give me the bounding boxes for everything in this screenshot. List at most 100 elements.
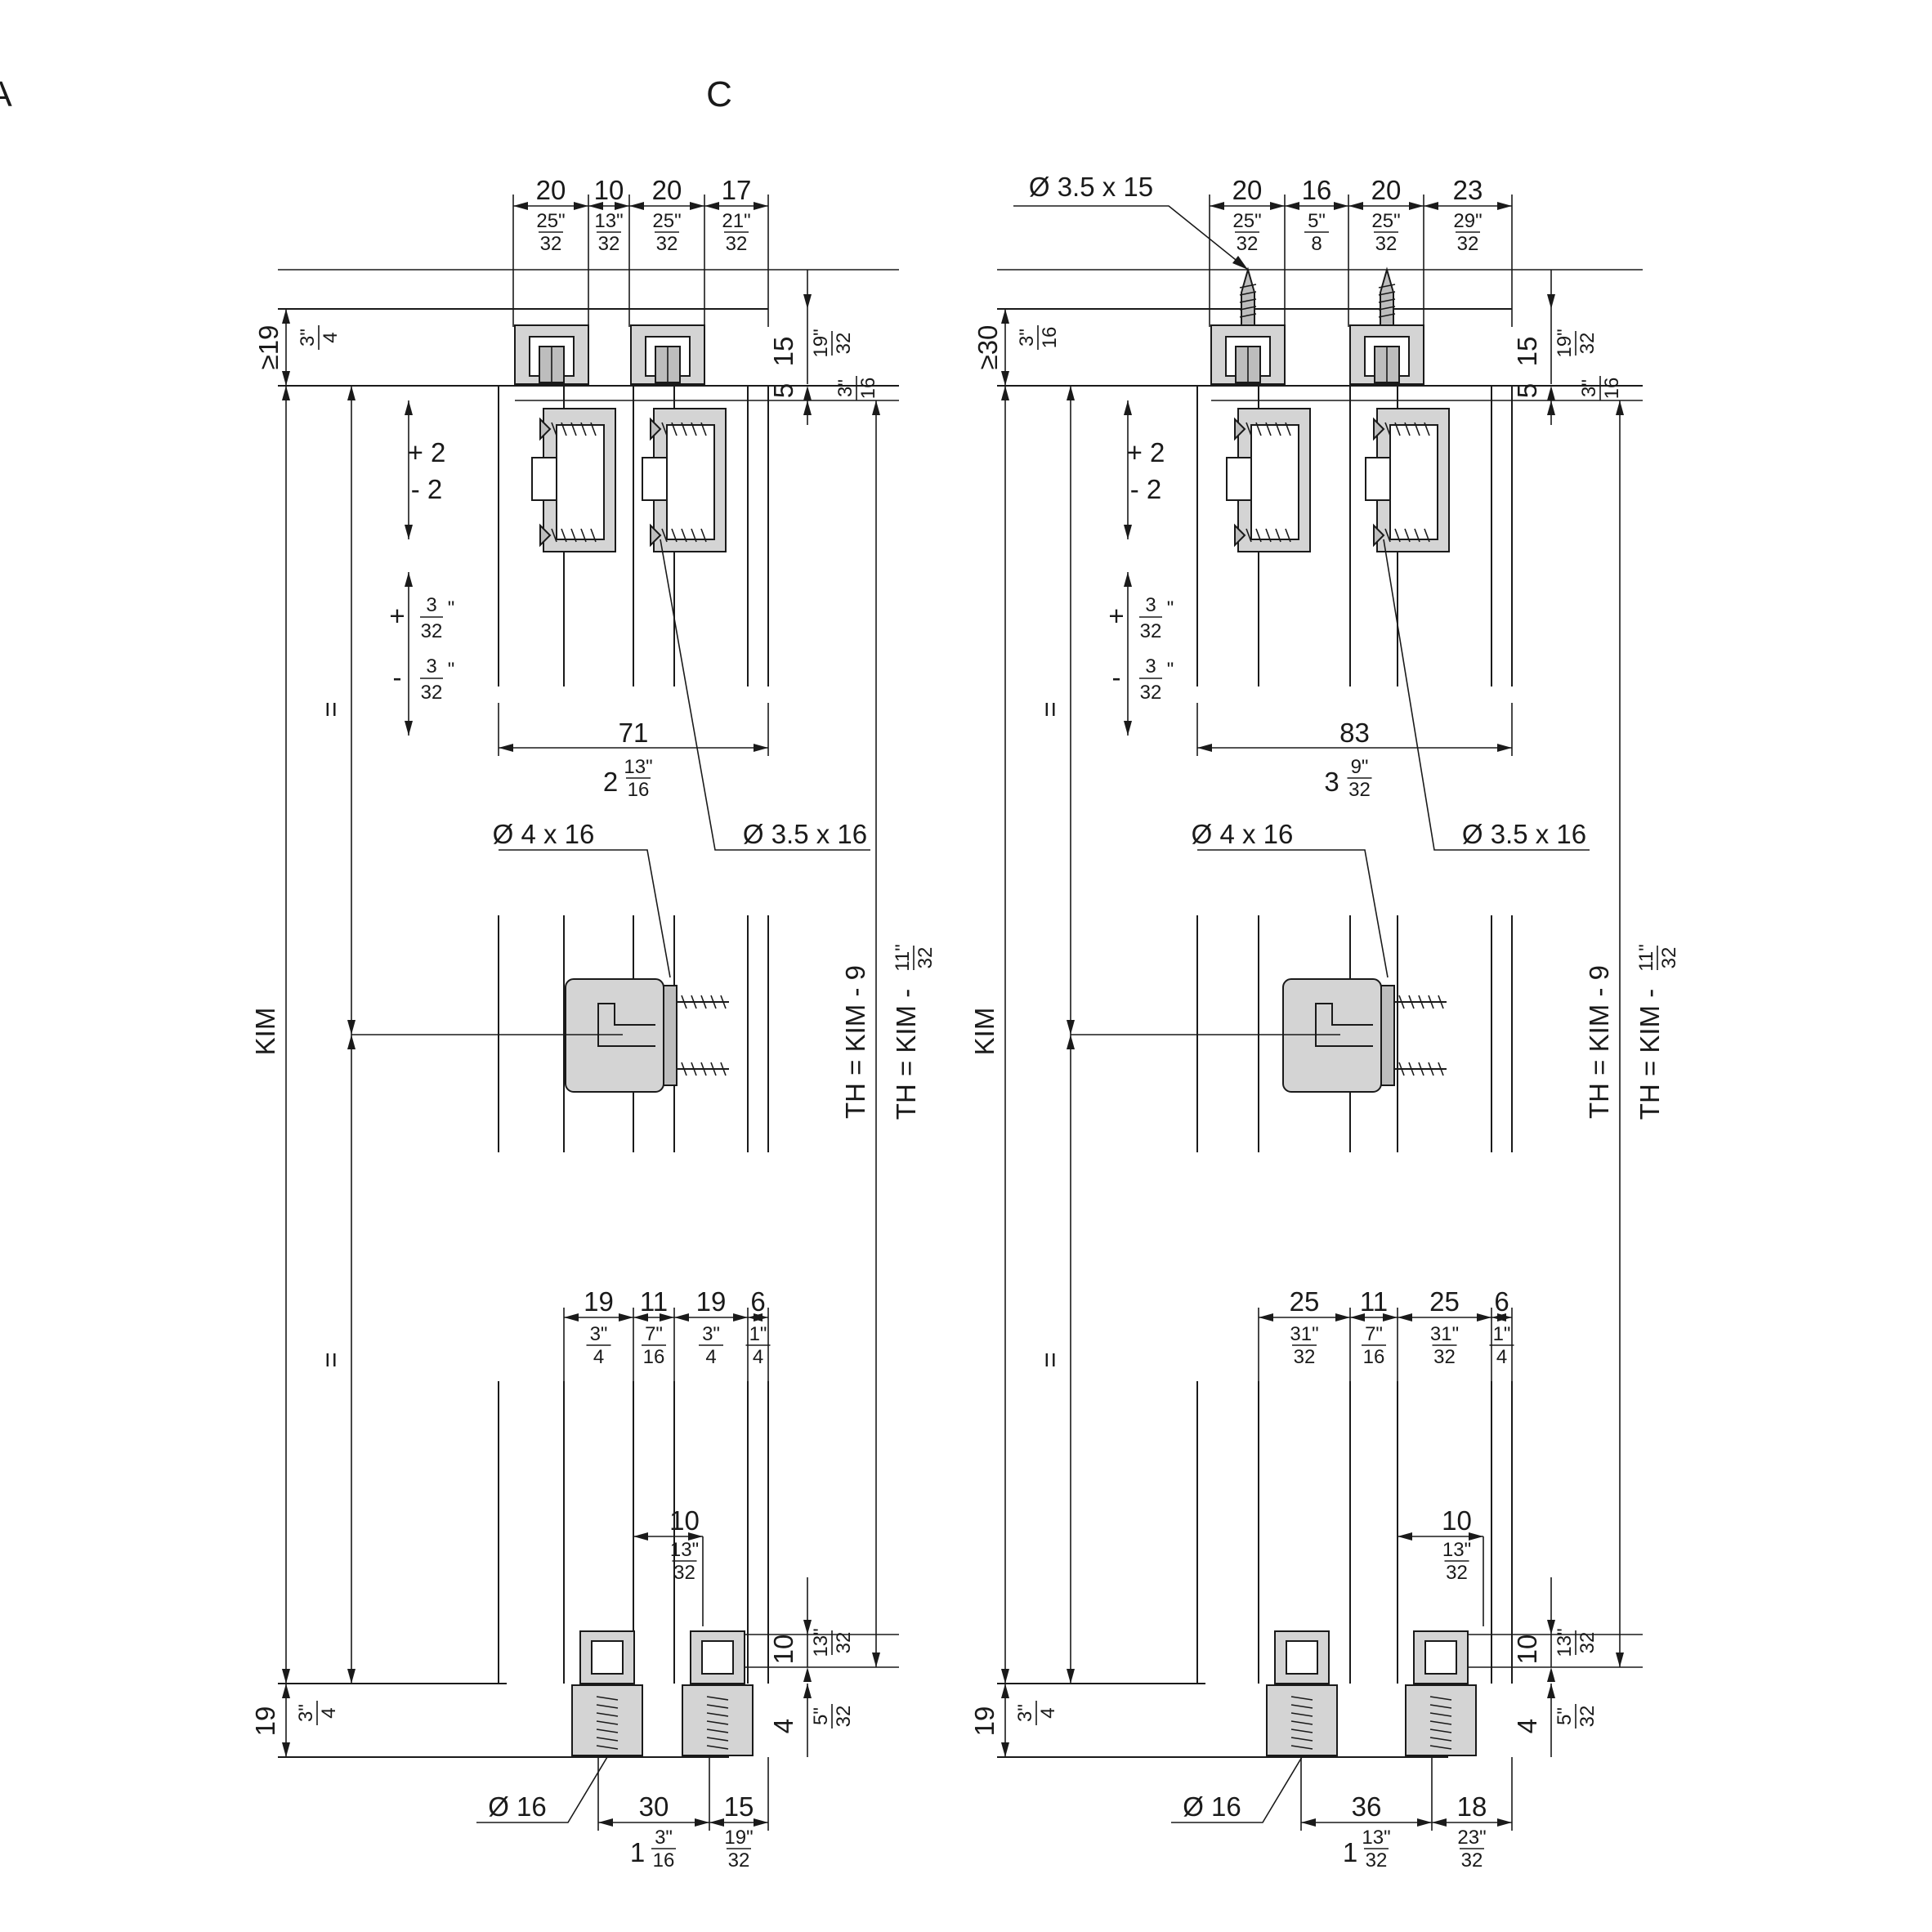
gap-inch: 3"16 (834, 376, 879, 400)
kim-dim-arrow-down (1001, 1669, 1009, 1684)
guide-spring-coil (1290, 1737, 1313, 1742)
top-width-mm: 20 (1371, 175, 1402, 205)
top-width-dim-arrow (588, 202, 603, 210)
fitting-screw-thread (580, 422, 587, 436)
floor-thickness-dim-arrow-up (282, 1684, 290, 1698)
fitting-screw-head (650, 523, 662, 548)
stopper-screw-thread (691, 1062, 697, 1076)
fitting-clip (1365, 457, 1391, 501)
guide-spring-coil (1290, 1712, 1313, 1717)
overall-width-dim-arrow (1497, 744, 1512, 752)
fraction-denominator: 32 (1457, 233, 1479, 255)
fraction-denominator: 32 (598, 233, 620, 255)
fraction-numerator: 31" (1290, 1323, 1318, 1345)
guide-width-dim-arrow (1398, 1532, 1412, 1541)
equal-dim-lower-arrow-up (1067, 1035, 1075, 1049)
bottom-offset-whole: 1 (1343, 1837, 1357, 1867)
fraction-numerator: 25" (536, 210, 565, 232)
top-width-dim-arrow (1348, 202, 1363, 210)
adjust-minus-sign: - (1112, 662, 1121, 692)
screw-thread (1378, 291, 1396, 296)
screw-top-c-label: Ø 3.5 x 15 (1029, 172, 1153, 202)
fraction-denominator: 4 (753, 1346, 763, 1368)
top-rail-profile (1349, 266, 1424, 385)
fitting-screw-thread (1275, 422, 1281, 436)
equal-label-lower: = (315, 1352, 346, 1367)
rail-height-arrow (803, 386, 812, 400)
bottom-offset-mm: 18 (1457, 1791, 1487, 1822)
fraction-denominator: 32 (656, 233, 678, 255)
fraction-denominator: 16 (628, 779, 650, 801)
bottom-width-dim-arrow (564, 1313, 579, 1322)
top-width-mm: 17 (722, 175, 752, 205)
adjust-arrow (1124, 572, 1132, 587)
adjust-in-numerator: 3 (1145, 594, 1156, 616)
fitting-screw-thread (700, 422, 707, 436)
guide-width-dim-arrow (688, 1532, 703, 1541)
fraction-denominator: 16 (1039, 327, 1061, 349)
fraction-numerator: 7" (1365, 1323, 1383, 1345)
fraction-denominator: 32 (728, 1849, 750, 1872)
fraction-numerator: 29" (1453, 210, 1482, 232)
guide-height-arrow (1547, 1667, 1555, 1682)
bottom-offset-dim-arrow (1497, 1818, 1512, 1827)
adjust-arrow (405, 400, 413, 415)
overall-width-inch: 9"32 (1347, 756, 1372, 801)
screw-thread (1239, 284, 1257, 288)
top-width-inch: 25"32 (1371, 210, 1400, 255)
fitting-screw-thread (1394, 422, 1401, 436)
bottom-width-inch: 3"4 (699, 1323, 723, 1368)
guide-spring-coil (596, 1720, 619, 1725)
adjust-plus-sign: + (389, 601, 405, 631)
equal-label-upper: = (315, 701, 346, 717)
fitting-screw-thread (1394, 528, 1401, 543)
guide-spring-coil (1429, 1720, 1452, 1725)
equal-dim-lower-arrow-down (347, 1669, 356, 1684)
fitting-screw-thread (671, 528, 678, 543)
mid-stopper-fitting (565, 978, 729, 1093)
stopper-leader (1197, 849, 1389, 978)
fraction-denominator: 4 (705, 1346, 716, 1368)
fraction-numerator: 3" (1016, 329, 1038, 347)
fitting-screw-thread (700, 528, 707, 543)
bottom-width-mm: 19 (584, 1286, 614, 1317)
bottom-offset-dim-arrow (709, 1818, 724, 1827)
fitting-screw-head (1234, 523, 1246, 548)
adjust-arrow (1124, 721, 1132, 736)
top-width-dim-arrow (1497, 202, 1512, 210)
bottom-width-inch: 31"32 (1430, 1323, 1459, 1368)
stopper-screw-thread (710, 1062, 717, 1076)
top-clearance-dim-arrow-down (282, 371, 290, 386)
guide-spring-coil (1290, 1720, 1313, 1725)
adjust-in-unit: " (448, 597, 455, 619)
adjust-in-unit: " (1167, 597, 1174, 619)
th-label-mm: TH = KIM - 9 (840, 965, 870, 1119)
bottom-offset-mm: 36 (1352, 1791, 1382, 1822)
bottom-width-dim-arrow (1497, 1313, 1512, 1322)
screw-thread (1378, 298, 1396, 303)
top-clearance-mm: ≥19 (253, 325, 284, 370)
floor-thickness-dim-arrow-down (282, 1742, 290, 1757)
fitting-screw-thread (1246, 422, 1252, 436)
fitting-screw-head (1373, 523, 1385, 548)
fitting-screw-thread (1255, 422, 1262, 436)
drill-leader (1171, 1756, 1303, 1823)
floor-thickness-dim-arrow-up (1001, 1684, 1009, 1698)
guide-spring-coil (596, 1696, 619, 1701)
guide-spring-coil (1429, 1729, 1452, 1733)
fraction-denominator: 32 (673, 1562, 695, 1584)
top-width-dim-arrow (1409, 202, 1424, 210)
bottom-offset-dim-arrow (695, 1818, 709, 1827)
guide-channel (1424, 1640, 1457, 1675)
fraction-numerator: 3" (295, 1704, 317, 1722)
overall-width-whole: 2 (603, 767, 618, 797)
bottom-width-mm: 19 (696, 1286, 727, 1317)
fraction-denominator: 32 (1294, 1346, 1316, 1368)
guide-spring-coil (596, 1704, 619, 1709)
stopper-screw-thread (710, 995, 717, 1009)
fraction-numerator: 13" (594, 210, 623, 232)
equal-dim-lower-arrow-down (1067, 1669, 1075, 1684)
fraction-numerator: 5" (810, 1707, 832, 1725)
guide-spring-coil (706, 1696, 729, 1701)
top-clearance-mm: ≥30 (973, 325, 1003, 370)
